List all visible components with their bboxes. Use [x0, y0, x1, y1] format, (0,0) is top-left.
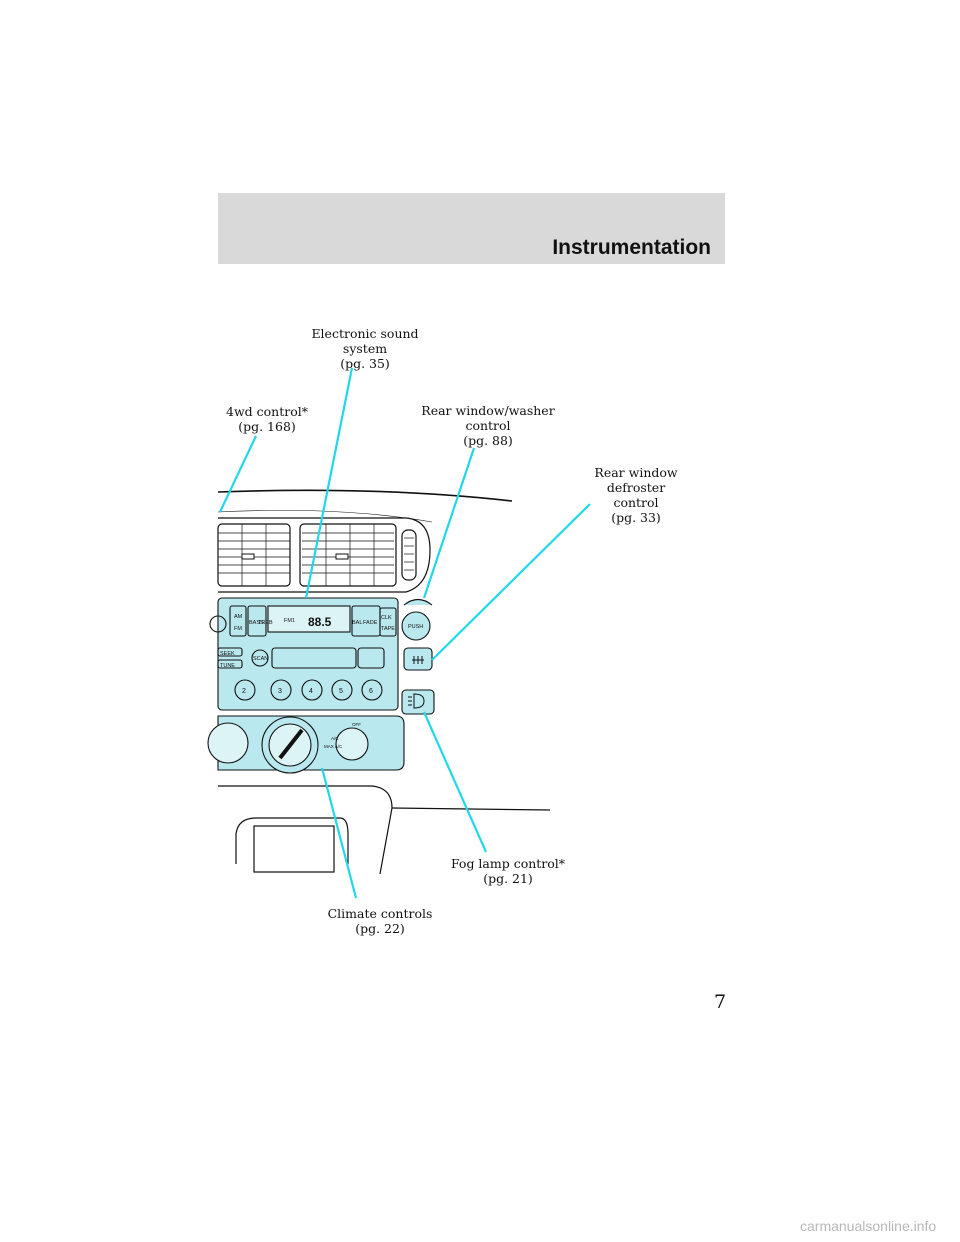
callout-climate: Climate controls (pg. 22) [327, 906, 433, 936]
radio-display [267, 605, 351, 633]
header-band: Instrumentation [218, 193, 725, 264]
leader-sound [304, 367, 354, 599]
clk-tape-block [379, 607, 397, 637]
radio-clk-label: CLK [381, 615, 392, 621]
radio-am-label: AM [234, 614, 243, 620]
leader-climate [320, 767, 358, 899]
preset-label: 3 [278, 688, 282, 695]
lower-dash-edge [218, 785, 393, 875]
watermark: carmanualsonline.info [800, 1218, 937, 1234]
radio-tune-label: TUNE [220, 663, 235, 669]
preset-label: 4 [309, 688, 313, 695]
callout-fourwd: 4wd control* (pg. 168) [226, 404, 308, 434]
callout-defrost: Rear window defroster control (pg. 33) [594, 465, 678, 525]
storage-bin [235, 817, 349, 864]
leader-washer [422, 447, 476, 599]
radio-seek-label: SEEK [220, 651, 235, 657]
preset-label: 2 [242, 688, 246, 695]
radio-treb-label: TREB [258, 620, 273, 626]
vent-panel [218, 517, 431, 593]
preset-label: 6 [369, 688, 373, 695]
page-number: 7 [714, 991, 727, 1013]
climate-off-label: OFF [352, 722, 361, 727]
callout-fog: Fog lamp control* (pg. 21) [450, 856, 566, 886]
radio-fm-label: FM [234, 626, 242, 632]
page-title: Instrumentation [552, 236, 711, 259]
fan-knob [207, 722, 249, 764]
dash-top-edge [217, 489, 513, 502]
preset-button [331, 679, 353, 701]
vent-left [217, 523, 291, 587]
dash-inner-line [217, 510, 433, 523]
leader-fog [422, 711, 488, 853]
tape-eject [357, 647, 385, 669]
am-fm-block [229, 605, 247, 637]
scan-button [251, 649, 269, 667]
vent-right [299, 523, 397, 587]
radio-tape-label: TAPE [381, 626, 395, 632]
mode-knob [335, 727, 369, 761]
vent-side [401, 529, 417, 581]
radio-scan-label: SCAN [253, 656, 268, 662]
preset-button [234, 679, 256, 701]
washer-push-label: PUSH [408, 624, 423, 630]
radio-display-value: 88.5 [308, 615, 332, 629]
climate-max-ac-label: MAX A/C [324, 744, 343, 749]
leader-defrost [431, 503, 591, 661]
wiper-switch-arc [403, 598, 433, 606]
preset-button [361, 679, 383, 701]
cassette-slot [271, 647, 357, 669]
bass-treb-block [247, 605, 267, 637]
preset-label: 5 [339, 688, 343, 695]
fog-lamp-button [401, 689, 435, 715]
radio-freq-label: FM1 [284, 618, 295, 624]
preset-button [301, 679, 323, 701]
radio-knob [209, 615, 227, 633]
radio-bass-label: BASS [249, 620, 264, 626]
leader-fourwd [219, 435, 257, 513]
washer-knob [401, 611, 431, 641]
climate-ac-label: A/C [331, 736, 339, 741]
callout-washer: Rear window/washer control (pg. 88) [421, 403, 555, 448]
preset-button [270, 679, 292, 701]
radio-fade-label: FADE [363, 620, 378, 626]
radio-bal-label: BAL [352, 620, 362, 626]
callout-sound: Electronic sound system (pg. 35) [311, 326, 419, 371]
